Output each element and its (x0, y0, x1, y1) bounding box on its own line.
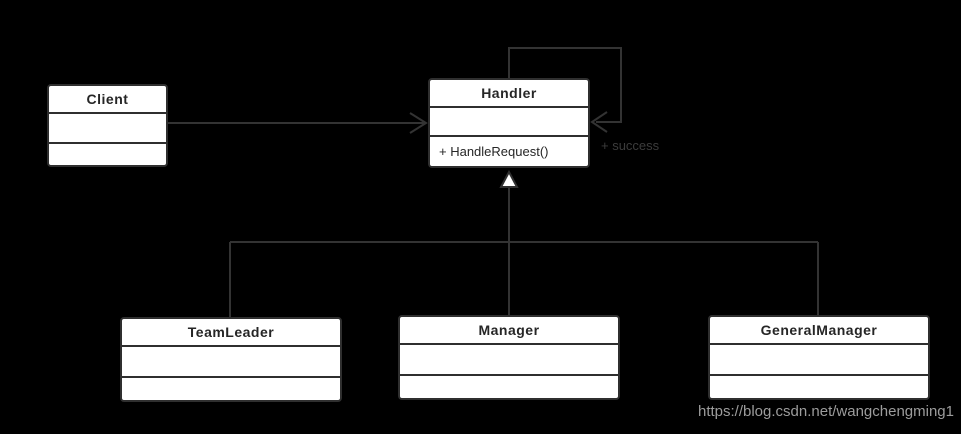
class-handler: Handler + HandleRequest() (428, 78, 590, 168)
class-generalmanager-attributes (710, 343, 928, 374)
class-client-attributes (49, 112, 166, 142)
open-arrowhead-icon (590, 111, 608, 133)
class-handler-attributes (430, 106, 588, 135)
class-handler-operations: + HandleRequest() (430, 135, 588, 166)
class-manager-attributes (400, 343, 618, 374)
generalization-triangle-icon (499, 169, 519, 188)
class-teamleader-title: TeamLeader (187, 324, 275, 340)
class-teamleader-attributes (122, 345, 340, 376)
class-manager-title: Manager (478, 322, 540, 338)
class-manager: Manager (398, 315, 620, 400)
self-loop-success-label: + success (601, 138, 660, 153)
watermark-url: https://blog.csdn.net/wangchengming1 (697, 403, 954, 420)
class-generalmanager-title: GeneralManager (760, 322, 878, 338)
class-client-operations (49, 142, 166, 165)
class-generalmanager: GeneralManager (708, 315, 930, 400)
class-generalmanager-operations (710, 374, 928, 398)
class-teamleader-operations (122, 376, 340, 400)
class-manager-operations (400, 374, 618, 398)
class-handler-title: Handler (481, 85, 537, 101)
open-arrowhead-icon (409, 112, 428, 134)
class-client-title: Client (86, 91, 129, 107)
class-teamleader: TeamLeader (120, 317, 342, 402)
self-association-handler (508, 47, 622, 123)
class-client: Client (47, 84, 168, 167)
